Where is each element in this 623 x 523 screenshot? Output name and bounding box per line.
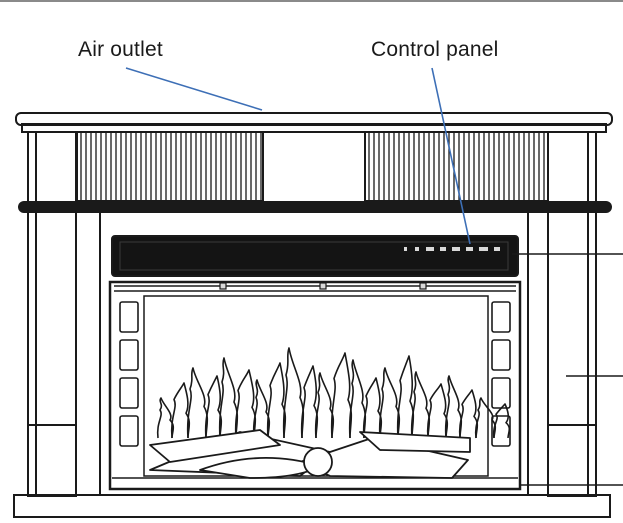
frame-top-border bbox=[0, 0, 623, 2]
base-plinth bbox=[13, 494, 611, 518]
air-outlet-leader bbox=[125, 67, 263, 111]
flame bbox=[378, 367, 401, 439]
flame bbox=[410, 371, 431, 439]
flame bbox=[314, 372, 335, 439]
flame bbox=[252, 379, 271, 439]
flame bbox=[396, 355, 415, 439]
right-leader-lines bbox=[512, 253, 623, 486]
firebox-top-ticks bbox=[219, 282, 427, 290]
flame bbox=[234, 369, 257, 439]
flame bbox=[458, 389, 479, 439]
flame bbox=[300, 365, 319, 439]
flame bbox=[204, 375, 223, 439]
flame bbox=[282, 347, 305, 439]
control-panel-strip bbox=[111, 235, 519, 277]
control-panel-label: Control panel bbox=[371, 38, 499, 61]
control-panel-leader bbox=[431, 67, 471, 245]
air-outlet-label: Air outlet bbox=[78, 38, 163, 61]
flame bbox=[266, 362, 287, 439]
air-outlet-right bbox=[364, 131, 549, 202]
air-outlet-vents bbox=[80, 133, 545, 200]
firebox-side-bricks bbox=[119, 301, 511, 447]
flame bbox=[348, 359, 367, 439]
flame bbox=[444, 375, 463, 439]
flames bbox=[156, 347, 511, 439]
control-panel-buttons bbox=[404, 247, 500, 251]
air-outlet-left bbox=[76, 131, 264, 202]
flame bbox=[426, 383, 449, 439]
mantel-band bbox=[18, 201, 612, 213]
firebox bbox=[108, 280, 522, 491]
flame bbox=[218, 357, 239, 439]
logs bbox=[149, 429, 471, 479]
flame bbox=[362, 377, 383, 439]
callout-leaders bbox=[125, 67, 471, 245]
flame bbox=[170, 382, 191, 439]
flame bbox=[186, 367, 209, 439]
mantel-lower-ledge bbox=[21, 123, 607, 133]
flame bbox=[492, 403, 511, 439]
flame bbox=[156, 397, 175, 439]
flame bbox=[330, 352, 353, 439]
